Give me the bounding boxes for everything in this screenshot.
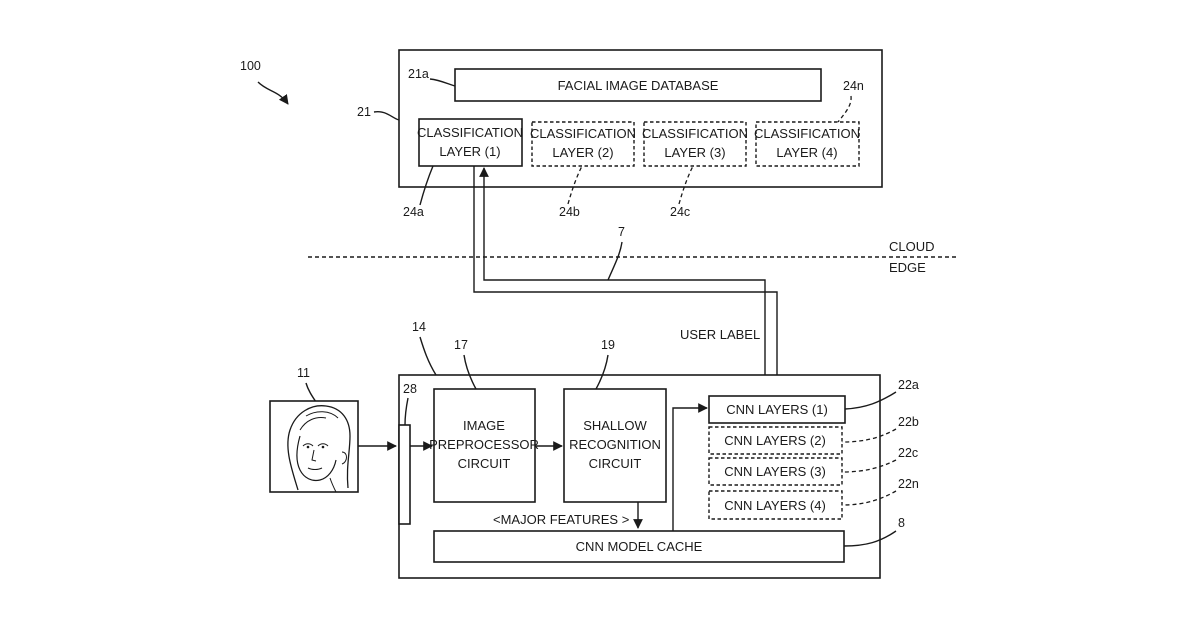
ref-22n: 22n [898, 477, 919, 491]
face-image [270, 401, 358, 492]
cloud-label: CLOUD [889, 239, 935, 254]
cnn-layers-4-label: CNN LAYERS (4) [724, 498, 826, 513]
cnn-layers-2: CNN LAYERS (2) [709, 427, 842, 454]
ref-14: 14 [412, 320, 426, 334]
classification-layer-2-line1: CLASSIFICATION [530, 126, 636, 141]
ref-7-leader [608, 242, 622, 280]
link-to-cnn-layers [474, 166, 777, 398]
ref-21-leader [374, 112, 399, 120]
ref-14-leader [420, 337, 436, 375]
classification-layer-2: CLASSIFICATION LAYER (2) [530, 122, 636, 166]
ref-21: 21 [357, 105, 371, 119]
ref-11: 11 [297, 366, 310, 380]
ref-11-leader [306, 383, 316, 402]
classification-layer-1-line1: CLASSIFICATION [417, 125, 523, 140]
ref-100-arrow [258, 82, 288, 104]
ref-21a: 21a [408, 67, 429, 81]
link-to-classification [484, 168, 765, 398]
user-label: USER LABEL [680, 327, 760, 342]
ref-8: 8 [898, 516, 905, 530]
ref-17: 17 [454, 338, 468, 352]
cnn-layers-1: CNN LAYERS (1) [709, 396, 845, 423]
cnn-layers-2-label: CNN LAYERS (2) [724, 433, 826, 448]
preprocessor-line3: CIRCUIT [458, 456, 511, 471]
shallow-line2: RECOGNITION [569, 437, 661, 452]
cnn-layers-3-label: CNN LAYERS (3) [724, 464, 826, 479]
ref-28: 28 [403, 382, 417, 396]
ref-7: 7 [618, 225, 625, 239]
ref-19: 19 [601, 338, 615, 352]
cnn-layers-1-label: CNN LAYERS (1) [726, 402, 828, 417]
preprocessor-line1: IMAGE [463, 418, 505, 433]
classification-layer-1: CLASSIFICATION LAYER (1) [417, 119, 523, 166]
major-features-label: <MAJOR FEATURES > [493, 512, 629, 527]
preprocessor-line2: PREPROCESSOR [429, 437, 539, 452]
input-buffer [399, 425, 410, 524]
ref-100: 100 [240, 59, 261, 73]
ref-24a: 24a [403, 205, 424, 219]
shallow-line1: SHALLOW [583, 418, 647, 433]
classification-layer-3-line1: CLASSIFICATION [642, 126, 748, 141]
classification-layer-4-line1: CLASSIFICATION [754, 126, 860, 141]
shallow-line3: CIRCUIT [589, 456, 642, 471]
classification-layer-3: CLASSIFICATION LAYER (3) [642, 122, 748, 166]
classification-layer-1-line2: LAYER (1) [439, 144, 500, 159]
classification-layer-4: CLASSIFICATION LAYER (4) [754, 122, 860, 166]
edge-label: EDGE [889, 260, 926, 275]
ref-22c: 22c [898, 446, 918, 460]
ref-24n: 24n [843, 79, 864, 93]
facial-image-database-label: FACIAL IMAGE DATABASE [558, 78, 719, 93]
ref-24c: 24c [670, 205, 690, 219]
classification-layer-4-line2: LAYER (4) [776, 145, 837, 160]
ref-22a: 22a [898, 378, 919, 392]
classification-layer-2-line2: LAYER (2) [552, 145, 613, 160]
cnn-layers-3: CNN LAYERS (3) [709, 458, 842, 485]
ref-22b: 22b [898, 415, 919, 429]
cnn-layers-4: CNN LAYERS (4) [709, 491, 842, 519]
ref-24b: 24b [559, 205, 580, 219]
classification-layer-3-line2: LAYER (3) [664, 145, 725, 160]
cnn-model-cache-label: CNN MODEL CACHE [576, 539, 703, 554]
